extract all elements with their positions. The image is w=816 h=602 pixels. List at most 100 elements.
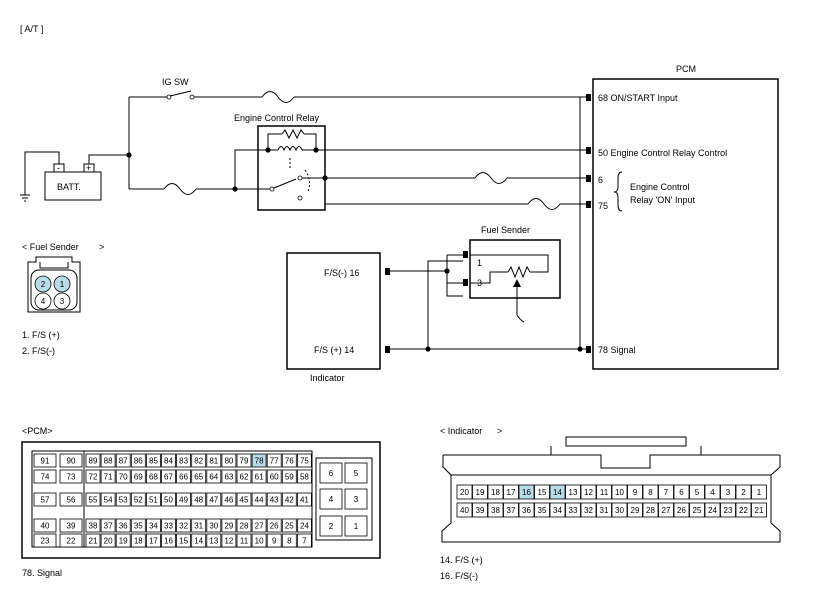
ind-pin-3: 3: [720, 484, 736, 500]
pcm-pin-26-label: 26: [270, 522, 279, 531]
ind-pin-1-label: 1: [757, 488, 762, 497]
relay-on-input-line1: Engine Control: [630, 182, 690, 192]
pcm-pin-37-label: 37: [104, 522, 113, 531]
fs-pin-1: 1: [477, 258, 482, 268]
ind-pin-12-label: 12: [584, 488, 593, 497]
pcm-pin-58: 58: [296, 469, 312, 484]
pcm-pin-82-label: 82: [194, 457, 203, 466]
pcm-pin-66: 66: [176, 469, 192, 484]
ground-symbol: [20, 151, 60, 202]
pcm-pin-55: 55: [85, 492, 101, 507]
pcm-pin-72: 72: [85, 469, 101, 484]
ind-pin-39: 39: [472, 502, 488, 518]
pcm-pin-10-label: 10: [255, 537, 264, 546]
pcm-pin-54: 54: [100, 492, 116, 507]
pcm-pin-4-label: 4: [329, 495, 334, 504]
pcm-pin-20-label: 20: [104, 537, 113, 546]
pcm-pin-49: 49: [176, 492, 192, 507]
pcm-pin-26: 26: [266, 518, 282, 533]
pcm-pin-70-label: 70: [119, 473, 128, 482]
pcm-pin-10: 10: [251, 533, 267, 548]
pcm-pin-70: 70: [115, 469, 131, 484]
mode-label: [ A/T ]: [20, 24, 43, 34]
pcm-pin-73-label: 73: [67, 473, 76, 482]
pcm-pin-43: 43: [266, 492, 282, 507]
pcm-pin-47: 47: [206, 492, 222, 507]
pcm-pin-78-label: 78: [255, 457, 264, 466]
ind-pin-37-label: 37: [507, 506, 516, 515]
fs-legend-2: 2. F/S(-): [22, 346, 55, 356]
pcm-pin-66-label: 66: [179, 473, 188, 482]
pcm-pin-67-label: 67: [164, 473, 173, 482]
pcm-pin-44-label: 44: [255, 496, 264, 505]
ind-pin-25-label: 25: [693, 506, 702, 515]
fs-conn-pin-1: 1: [60, 280, 65, 289]
pcm-pin-12: 12: [221, 533, 237, 548]
pcm-pin-75-label: 75: [300, 457, 309, 466]
ind-pin-17-label: 17: [507, 488, 516, 497]
ind-pin-23-label: 23: [724, 506, 733, 515]
pcm-pin-64: 64: [206, 469, 222, 484]
fs-connector-title-close: >: [99, 242, 104, 252]
pcm-pin-74: 74: [33, 469, 57, 484]
ind-pin-30-label: 30: [615, 506, 624, 515]
pcm-pin-65: 65: [191, 469, 207, 484]
ind-pin-15-label: 15: [538, 488, 547, 497]
pcm-pin-15: 15: [176, 533, 192, 548]
pcm-pin-42-label: 42: [285, 496, 294, 505]
pcm-label: PCM: [676, 64, 696, 74]
ind-pin-7: 7: [658, 484, 674, 500]
pcm-pin-14: 14: [191, 533, 207, 548]
ind-pin-34-label: 34: [553, 506, 562, 515]
pcm-pin-76-label: 76: [285, 457, 294, 466]
indicator-pin-16: F/S(-) 16: [324, 268, 360, 278]
pcm-pin-83: 83: [176, 453, 192, 468]
pcm-pin-43-label: 43: [270, 496, 279, 505]
ind-pin-4-label: 4: [710, 488, 715, 497]
pcm-pin-34: 34: [145, 518, 161, 533]
pcm-pin-23: 23: [33, 533, 57, 548]
fuel-sender-connector: [27, 256, 81, 313]
pcm-pin-2: 2: [319, 515, 343, 537]
pcm-pin-53-label: 53: [119, 496, 128, 505]
pcm-pin-19: 19: [115, 533, 131, 548]
pcm-pin-84: 84: [161, 453, 176, 468]
pcm-pin-45-label: 45: [240, 496, 249, 505]
ind-pin-22: 22: [735, 502, 752, 518]
pcm-pin-32: 32: [176, 518, 192, 533]
pcm-pin-36: 36: [115, 518, 131, 533]
pcm-pin-13-label: 13: [209, 537, 218, 546]
ind-pin-19: 19: [472, 484, 488, 500]
ind-pin-2: 2: [735, 484, 752, 500]
pcm-pin-60: 60: [266, 469, 282, 484]
ind-pin-17: 17: [503, 484, 519, 500]
ind-pin-33: 33: [565, 502, 581, 518]
pcm-pin-25: 25: [281, 518, 297, 533]
ind-pin-10-label: 10: [615, 488, 624, 497]
pcm-pin-40-label: 40: [41, 522, 50, 531]
pcm-pin-35-label: 35: [134, 522, 143, 531]
ind-pin-9-label: 9: [633, 488, 638, 497]
ind-pin-14-label: 14: [553, 488, 562, 497]
ind-pin-12: 12: [580, 484, 597, 500]
battery-minus: -: [57, 163, 60, 173]
ind-pin-34: 34: [549, 502, 566, 518]
pcm-pin-7: 7: [296, 533, 312, 548]
pcm-pin-22: 22: [59, 533, 83, 548]
pcm-pin-57: 57: [33, 492, 57, 507]
fs-conn-pin-2: 2: [41, 280, 46, 289]
pcm-pin-2-label: 2: [329, 522, 334, 531]
pcm-pin-33: 33: [161, 518, 176, 533]
battery-plus: +: [86, 163, 91, 173]
pcm-pin-75: 75: [296, 453, 312, 468]
pcm-pin-68: 68: [145, 469, 161, 484]
pcm-pin-25-label: 25: [285, 522, 294, 531]
pcm-pin-50: 50: [161, 492, 176, 507]
pcm-pin-5-label: 5: [354, 469, 359, 478]
fs-connector-title: < Fuel Sender: [22, 242, 79, 252]
ind-pin-27-label: 27: [662, 506, 671, 515]
pcm-pin-3-label: 3: [354, 495, 359, 504]
pcm-pin-89-label: 89: [89, 457, 98, 466]
